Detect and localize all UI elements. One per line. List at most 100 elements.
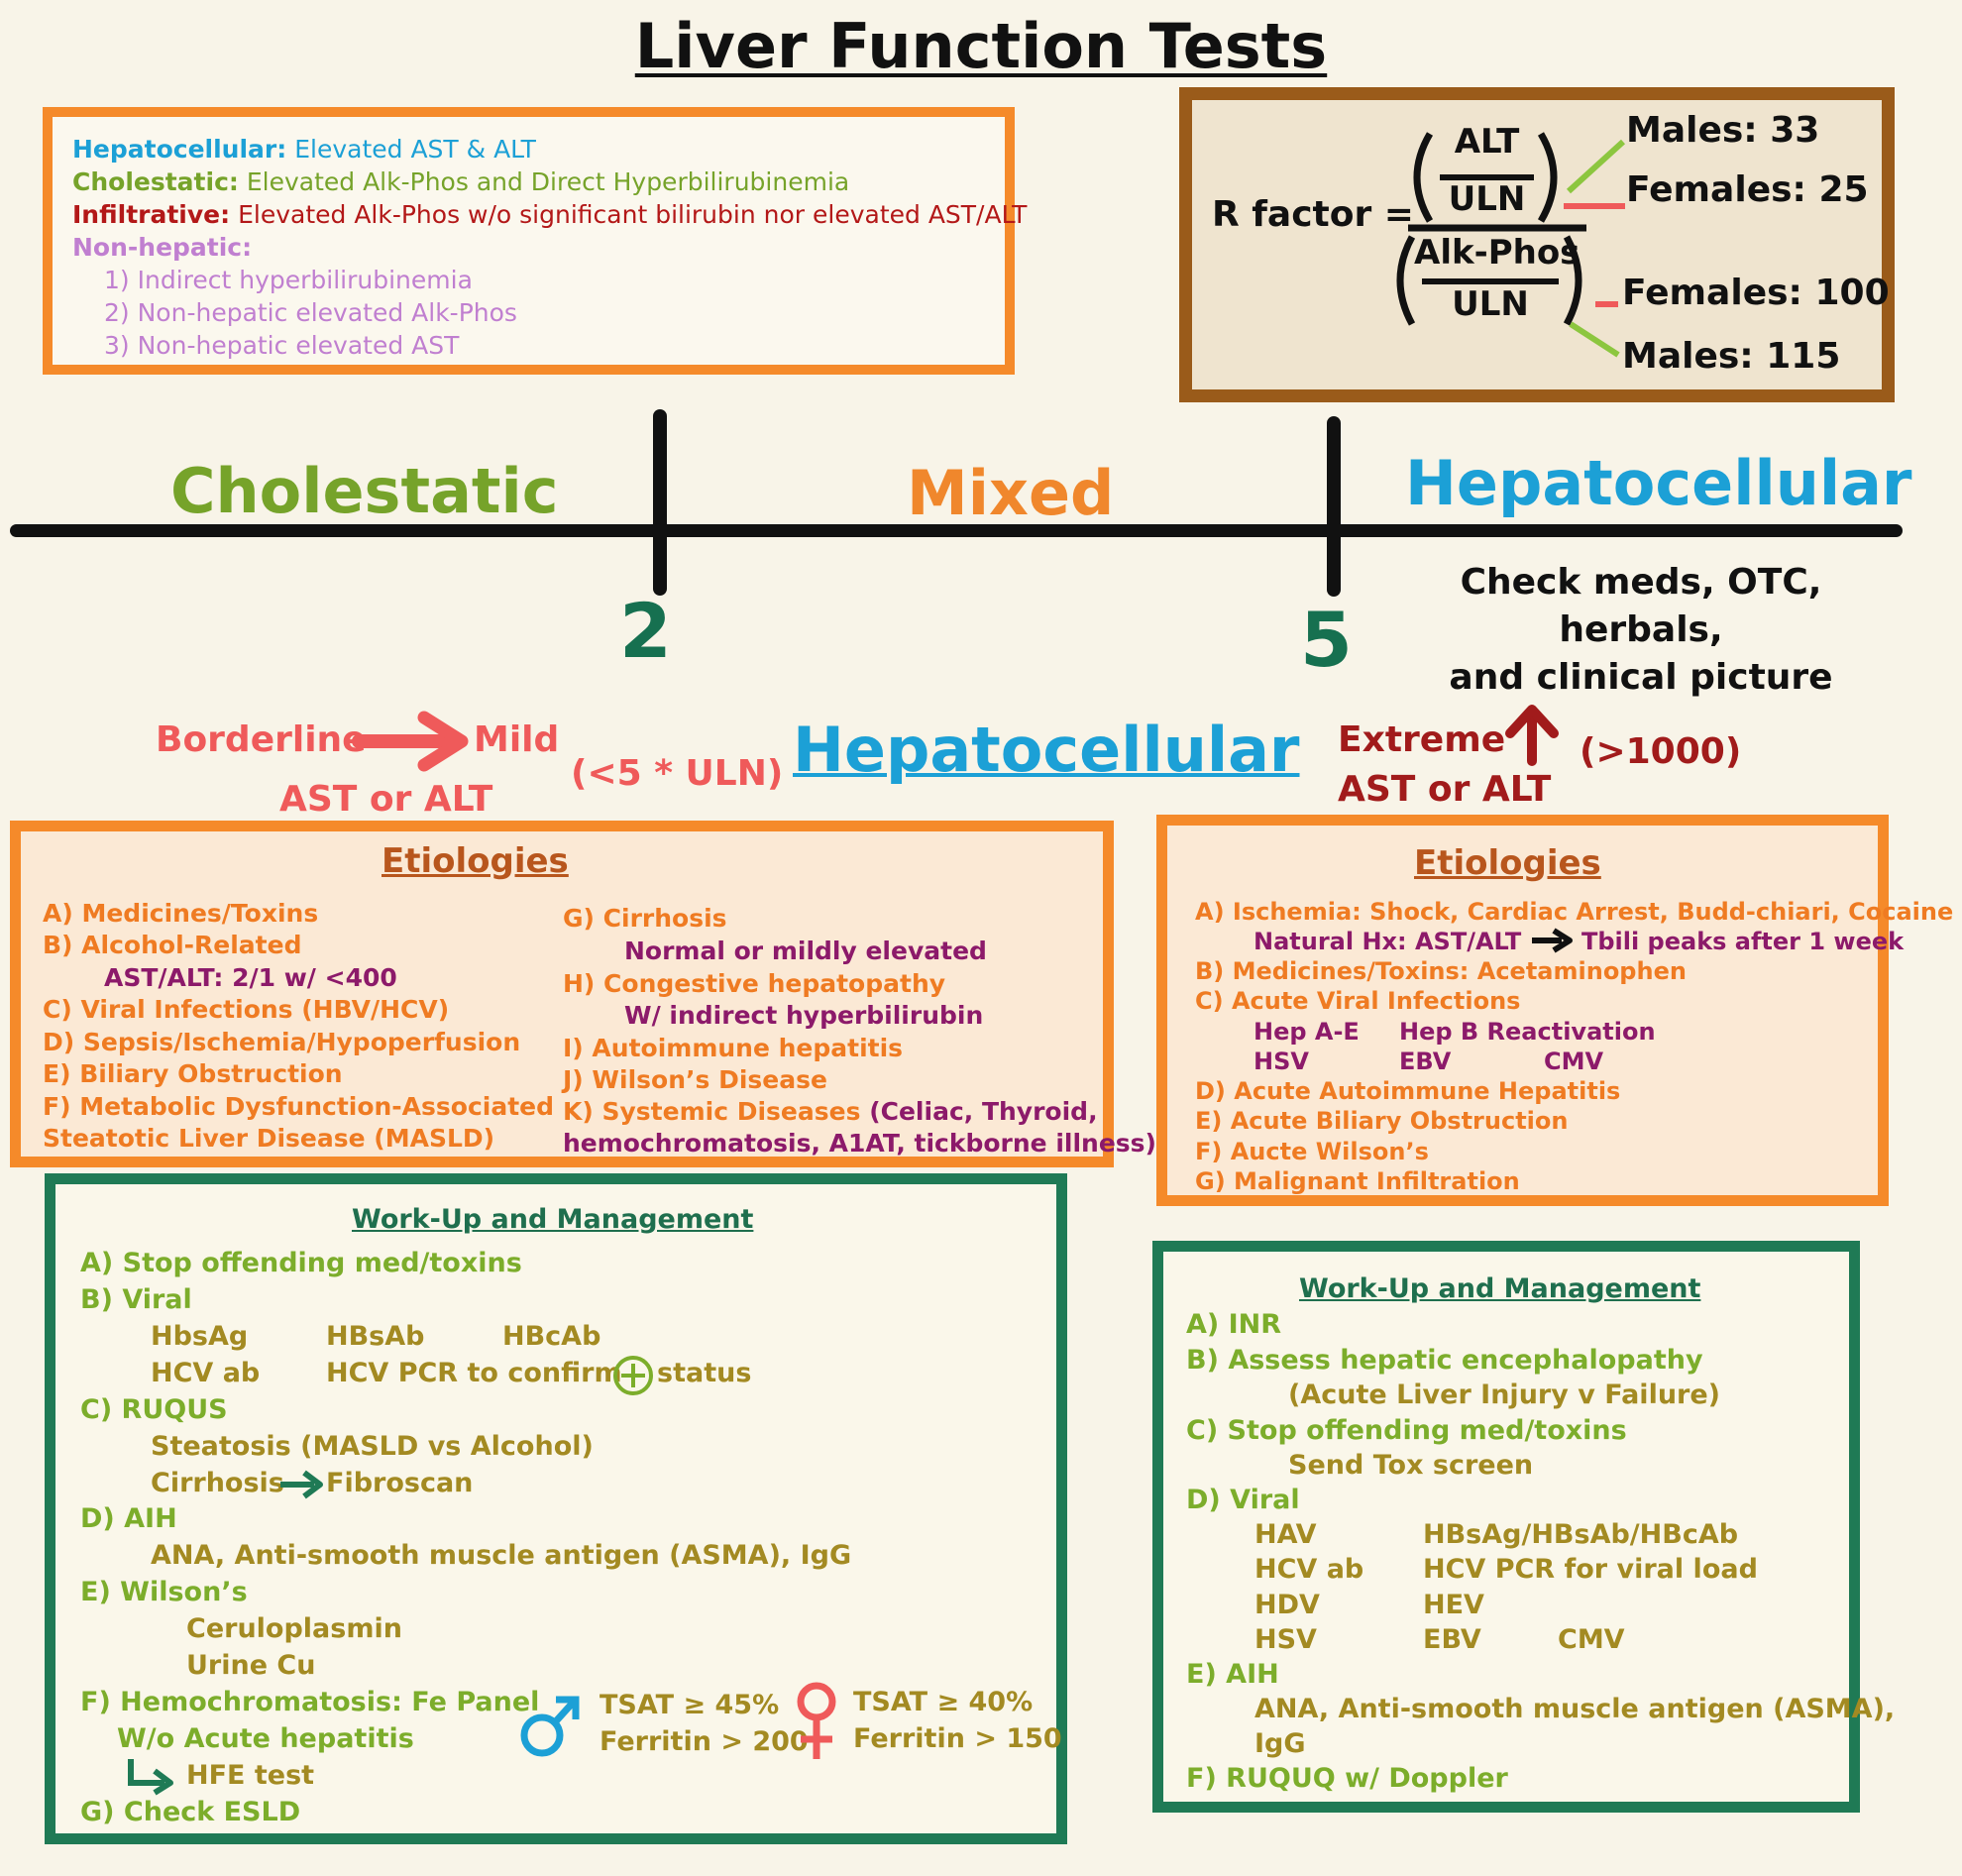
etio-right-ebv: EBV bbox=[1399, 1048, 1452, 1075]
r-factor-alt: ALT bbox=[1454, 122, 1520, 162]
male-tsat: TSAT ≥ 45% bbox=[600, 1690, 780, 1720]
def-cholestatic: Cholestatic: Elevated Alk-Phos and Direc… bbox=[72, 167, 849, 196]
r-factor-axis bbox=[10, 524, 1903, 537]
region-mixed: Mixed bbox=[907, 457, 1115, 529]
etio-left-k-examples: (Celiac, Thyroid, bbox=[869, 1097, 1098, 1126]
workup-right-box: Work-Up and Management A) INR B) Assess … bbox=[1152, 1241, 1895, 1813]
def-hepatocellular-term: Hepatocellular: bbox=[72, 135, 287, 164]
hemochromatosis-sub: W/o Acute hepatitis bbox=[117, 1723, 414, 1754]
female-symbol-icon bbox=[797, 1682, 836, 1759]
aih-tests-line2: IgG bbox=[1254, 1728, 1306, 1759]
male-ferritin: Ferritin > 200 bbox=[600, 1726, 809, 1757]
threshold-2: 2 bbox=[619, 587, 672, 675]
etio-left-k2: hemochromatosis, A1AT, tickborne illness… bbox=[563, 1129, 1156, 1158]
etio-right-b: B) Medicines/Toxins: Acetaminophen bbox=[1195, 957, 1687, 985]
hepatocellular-heading: Hepatocellular bbox=[793, 714, 1300, 786]
r-factor-alkphos: Alk-Phos bbox=[1414, 233, 1580, 273]
r-factor-box: R factor = ALT ULN Alk-Phos ULN Males: 3… bbox=[1179, 87, 1895, 402]
etio-right-e: E) Acute Biliary Obstruction bbox=[1195, 1107, 1569, 1135]
turn-arrow-icon bbox=[128, 1759, 173, 1796]
ruqus-cirrhosis: Cirrhosis bbox=[151, 1468, 284, 1498]
def-nonhepatic-item: 2) Non-hepatic elevated Alk-Phos bbox=[104, 298, 517, 327]
workup-left-c: C) RUQUS bbox=[80, 1394, 228, 1425]
test-hbsag: HbsAg bbox=[151, 1321, 249, 1352]
workup-left-a: A) Stop offending med/toxins bbox=[80, 1248, 522, 1278]
axis-tick-2 bbox=[653, 409, 667, 596]
ruqus-fibroscan: Fibroscan bbox=[326, 1468, 474, 1498]
test-hbcab: HBcAb bbox=[502, 1321, 601, 1352]
test-hbsab: HBsAb bbox=[326, 1321, 425, 1352]
test-hcv-pcr: HCV PCR for viral load bbox=[1423, 1554, 1758, 1585]
etio-right-hep-ae: Hep A-E bbox=[1254, 1018, 1360, 1046]
def-infiltrative-term: Infiltrative: bbox=[72, 200, 231, 229]
aih-tests: ANA, Anti-smooth muscle antigen (ASMA), … bbox=[151, 1540, 852, 1571]
def-infiltrative-text: Elevated Alk-Phos w/o significant biliru… bbox=[238, 200, 1028, 229]
def-hepatocellular: Hepatocellular: Elevated AST & ALT bbox=[72, 135, 536, 164]
workup-right-d: D) Viral bbox=[1186, 1485, 1300, 1515]
etio-right-d: D) Acute Autoimmune Hepatitis bbox=[1195, 1077, 1621, 1105]
etio-right-hepb: Hep B Reactivation bbox=[1399, 1018, 1656, 1046]
ruqus-steatosis: Steatosis (MASLD vs Alcohol) bbox=[151, 1431, 594, 1462]
def-nonhepatic-item: 1) Indirect hyperbilirubinemia bbox=[104, 266, 473, 294]
etio-right-c: C) Acute Viral Infections bbox=[1195, 987, 1521, 1015]
test-hcv-ab: HCV ab bbox=[151, 1358, 261, 1388]
note-line-2: and clinical picture bbox=[1449, 657, 1833, 698]
hfe-test: HFE test bbox=[186, 1760, 315, 1791]
workup-right-f: F) RUQUQ w/ Doppler bbox=[1186, 1763, 1508, 1794]
def-cholestatic-term: Cholestatic: bbox=[72, 167, 239, 196]
right-arrow-icon bbox=[352, 711, 469, 772]
test-hdv: HDV bbox=[1254, 1590, 1320, 1620]
test-hcv-ab: HCV ab bbox=[1254, 1554, 1364, 1585]
workup-right-a: A) INR bbox=[1186, 1309, 1282, 1340]
axis-tick-5 bbox=[1327, 416, 1341, 597]
workup-left-d: D) AIH bbox=[80, 1503, 177, 1534]
male-symbol-icon bbox=[520, 1696, 580, 1757]
arrow-icon bbox=[280, 1470, 323, 1499]
etio-left-e: E) Biliary Obstruction bbox=[43, 1059, 343, 1088]
ast-alt-right-label: AST or ALT bbox=[1338, 769, 1552, 810]
workup-right-c: C) Stop offending med/toxins bbox=[1186, 1415, 1627, 1446]
note-line-1: Check meds, OTC, herbals, bbox=[1460, 562, 1822, 650]
threshold-5: 5 bbox=[1300, 596, 1353, 684]
etio-right-g: G) Malignant Infiltration bbox=[1195, 1167, 1520, 1195]
workup-right-b-sub: (Acute Liver Injury v Failure) bbox=[1288, 1379, 1721, 1410]
etio-left-k-label: K) Systemic Diseases bbox=[563, 1097, 861, 1126]
test-status: status bbox=[657, 1358, 752, 1388]
test-hsv: HSV bbox=[1254, 1624, 1317, 1655]
def-nonhepatic-term: Non-hepatic: bbox=[72, 233, 253, 262]
borderline-label: Borderline bbox=[156, 719, 367, 760]
workup-right-c-sub: Send Tox screen bbox=[1288, 1450, 1534, 1481]
workup-right-title: Work-Up and Management bbox=[1299, 1273, 1701, 1304]
aih-tests-line1: ANA, Anti-smooth muscle antigen (ASMA), bbox=[1254, 1694, 1896, 1724]
etiologies-right-box: Etiologies A) Ischemia: Shock, Cardiac A… bbox=[1156, 815, 1953, 1206]
workup-left-b: B) Viral bbox=[80, 1284, 192, 1315]
workup-right-e: E) AIH bbox=[1186, 1659, 1279, 1690]
workup-left-f: F) Hemochromatosis: Fe Panel bbox=[80, 1687, 540, 1717]
etiologies-left-title: Etiologies bbox=[382, 841, 569, 881]
arrow-icon bbox=[1531, 928, 1573, 953]
etio-left-g: G) Cirrhosis bbox=[563, 904, 727, 933]
etio-right-a: A) Ischemia: Shock, Cardiac Arrest, Budd… bbox=[1195, 898, 1954, 926]
etio-right-a-sub-right: Tbili peaks after 1 week bbox=[1580, 928, 1905, 955]
etio-left-b-sub: AST/ALT: 2/1 w/ <400 bbox=[104, 963, 397, 992]
r-factor-uln-bottom: ULN bbox=[1452, 284, 1529, 324]
etio-left-j: J) Wilson’s Disease bbox=[563, 1065, 827, 1094]
workup-left-box: Work-Up and Management A) Stop offending… bbox=[45, 1173, 1067, 1844]
etio-right-a-sub-left: Natural Hx: AST/ALT bbox=[1254, 928, 1522, 955]
test-hev: HEV bbox=[1423, 1590, 1484, 1620]
etio-left-d: D) Sepsis/Ischemia/Hypoperfusion bbox=[43, 1028, 521, 1056]
alt-males-uln: Males: 33 bbox=[1626, 110, 1820, 151]
etio-left-h: H) Congestive hepatopathy bbox=[563, 969, 946, 998]
test-cmv: CMV bbox=[1558, 1624, 1625, 1655]
etio-right-hsv: HSV bbox=[1254, 1048, 1309, 1075]
up-arrow-icon bbox=[1505, 705, 1559, 766]
extreme-label: Extreme bbox=[1338, 719, 1506, 760]
test-ebv: EBV bbox=[1423, 1624, 1481, 1655]
etio-left-b: B) Alcohol-Related bbox=[43, 931, 302, 959]
uln-limit-label: (<5 * ULN) bbox=[571, 753, 784, 794]
workup-left-g: G) Check ESLD bbox=[80, 1797, 301, 1827]
def-nonhepatic-item: 3) Non-hepatic elevated AST bbox=[104, 331, 460, 360]
alk-females-uln: Females: 100 bbox=[1622, 273, 1890, 313]
wilson-ceruloplasmin: Ceruloplasmin bbox=[186, 1613, 402, 1644]
etiologies-left-box: Etiologies A) Medicines/Toxins B) Alcoho… bbox=[10, 821, 1156, 1167]
